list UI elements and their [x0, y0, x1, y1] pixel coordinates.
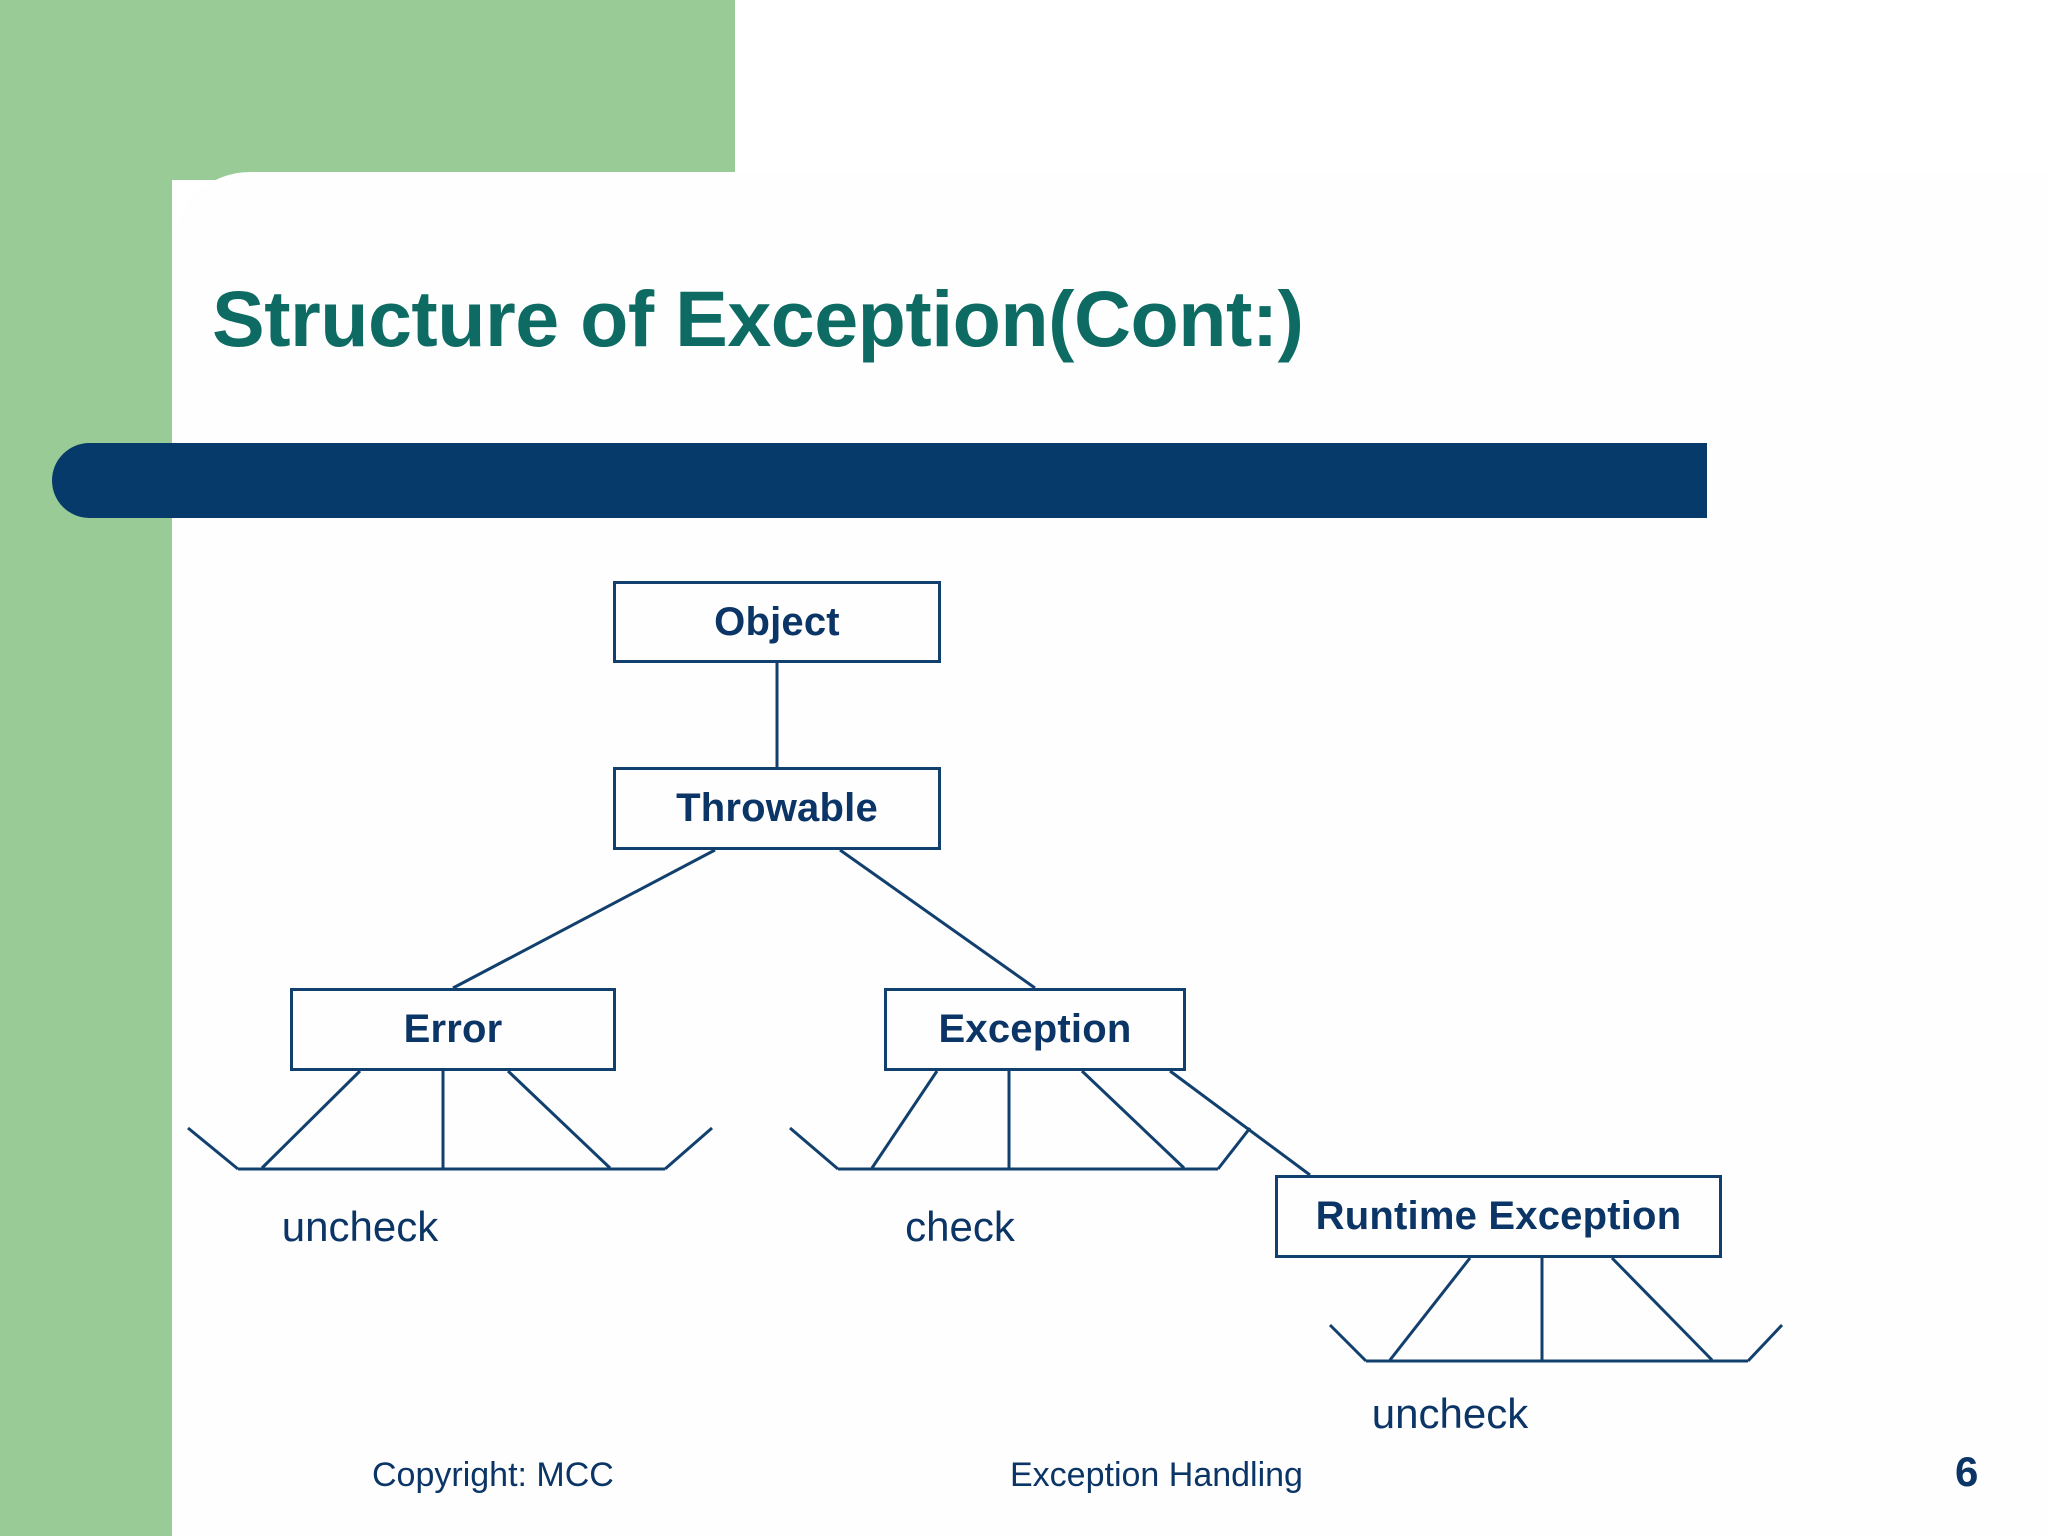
label-check-exception: check — [905, 1203, 1015, 1250]
node-throwable[interactable]: Throwable — [613, 767, 941, 850]
label-uncheck-runtime: uncheck — [1371, 1390, 1529, 1437]
page-title: Structure of Exception(Cont:) — [212, 274, 1304, 363]
white-content-panel — [172, 172, 2048, 1536]
slide-number: 6 — [1955, 1448, 1979, 1495]
green-left-strip — [0, 0, 172, 1536]
footer-copyright: Copyright: MCC — [372, 1456, 614, 1494]
node-runtime-exception[interactable]: Runtime Exception — [1275, 1175, 1722, 1258]
label-uncheck-error: uncheck — [281, 1203, 439, 1250]
node-error[interactable]: Error — [290, 988, 616, 1071]
node-object[interactable]: Object — [613, 581, 941, 663]
title-rule-bar — [52, 443, 1707, 518]
node-exception[interactable]: Exception — [884, 988, 1186, 1071]
footer-subject: Exception Handling — [1010, 1456, 1303, 1494]
